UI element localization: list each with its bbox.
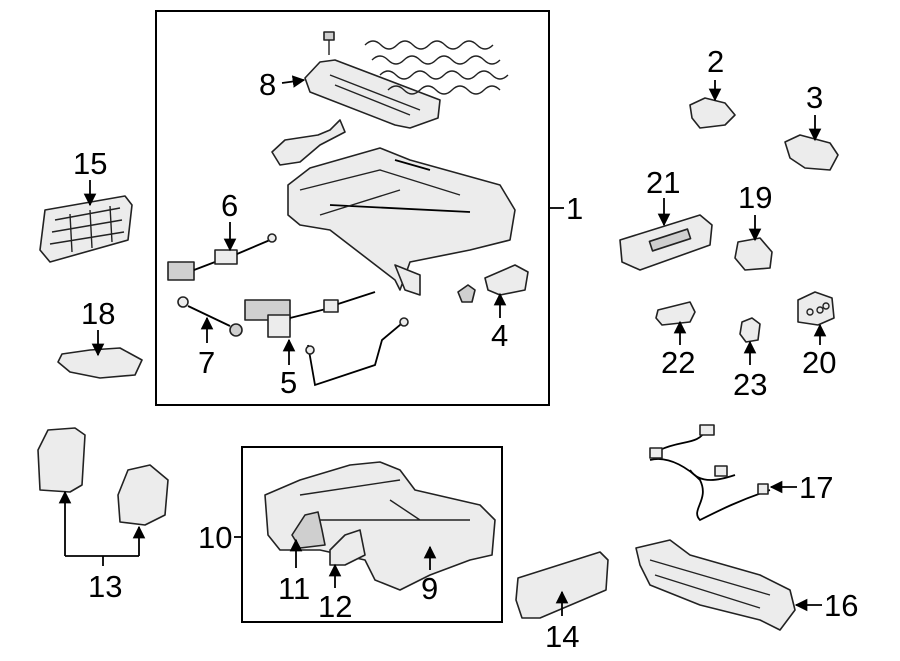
callout-13: 13	[88, 569, 122, 604]
part-3-switch	[784, 134, 839, 171]
recliner-bracket	[271, 119, 346, 166]
callout-12: 12	[318, 589, 352, 624]
part-14-trim	[515, 551, 609, 619]
callout-23: 23	[733, 367, 767, 402]
bolt-icon	[323, 31, 335, 55]
callout-16: 16	[824, 588, 858, 623]
callout-11: 11	[278, 571, 310, 606]
part-17-harness	[649, 424, 771, 522]
part-20-bracket	[797, 291, 835, 326]
part-18-cover	[57, 347, 143, 379]
callout-2: 2	[707, 44, 724, 79]
spring-wires	[364, 40, 509, 95]
callout-5: 5	[280, 365, 297, 400]
part-23-knob	[739, 317, 761, 343]
part-6-motor-cable	[167, 233, 277, 281]
callout-1: 1	[566, 191, 583, 226]
callout-4: 4	[491, 318, 508, 353]
callout-19: 19	[738, 180, 772, 215]
callout-15: 15	[73, 146, 107, 181]
part-10-base-assembly	[264, 461, 496, 591]
callout-9: 9	[421, 571, 438, 606]
part-5-motor	[244, 291, 409, 387]
part-8-cushion-support	[304, 59, 441, 129]
callout-10: 10	[198, 520, 232, 555]
part-22-bezel	[655, 301, 696, 326]
callout-20: 20	[802, 345, 836, 380]
base-group-box	[241, 446, 503, 623]
part-13-covers	[37, 427, 169, 526]
part-15-panel	[39, 195, 133, 263]
part-4-connector	[457, 264, 529, 303]
seat-frame	[287, 147, 516, 296]
callout-6: 6	[221, 188, 238, 223]
callout-18: 18	[81, 296, 115, 331]
callout-14: 14	[545, 619, 579, 654]
part-21-module	[619, 214, 713, 271]
callout-17: 17	[799, 470, 833, 505]
callout-21: 21	[646, 165, 680, 200]
callout-8: 8	[259, 67, 276, 102]
callout-3: 3	[806, 80, 823, 115]
part-2-knob	[689, 97, 736, 129]
part-19-switch	[734, 237, 773, 271]
callout-22: 22	[661, 345, 695, 380]
leader-8	[281, 75, 306, 88]
callout-7: 7	[198, 345, 215, 380]
part-16-rail	[635, 539, 796, 631]
part-7-cable	[177, 296, 243, 337]
